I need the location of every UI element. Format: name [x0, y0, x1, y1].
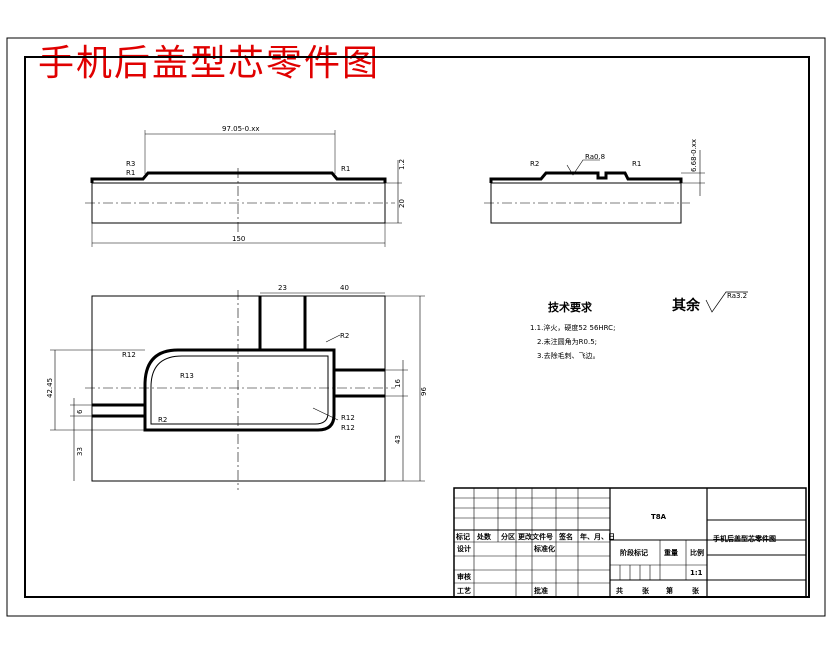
- top-view: 97.05-0.xx 150 20 1.2 R3 R1 R1: [85, 125, 406, 247]
- drawing-title: 手机后盖型芯零件图: [38, 43, 381, 84]
- top-view-step: [90, 171, 387, 183]
- label-r12-a: R12: [122, 351, 136, 359]
- label-r2-b: R2: [158, 416, 167, 424]
- label-r2-side: R2: [530, 160, 539, 168]
- dim-43: 43: [394, 435, 402, 444]
- leader-line: [312, 407, 339, 421]
- leader-line: [325, 334, 341, 343]
- dim-33: 33: [76, 447, 84, 456]
- dim-97: 97.05-0.xx: [222, 125, 260, 133]
- process-label: 工艺: [457, 586, 471, 595]
- dim-1-2: 1.2: [398, 159, 406, 170]
- pocket-inner: [150, 355, 329, 425]
- sheet-index: 第: [666, 586, 673, 595]
- dim-20: 20: [398, 199, 406, 208]
- roughness-side: Ra0.8: [585, 153, 605, 161]
- label-r1-right: R1: [341, 165, 350, 173]
- tech-heading: 技术要求: [548, 300, 593, 314]
- header-change: 更改文件号: [518, 532, 553, 541]
- label-r12-b: R12: [341, 414, 355, 422]
- label-r2-a: R2: [340, 332, 349, 340]
- dim-42-45: 42.45: [46, 378, 54, 398]
- remaining-label: 其余: [672, 297, 701, 314]
- plan-view-body: [91, 295, 386, 482]
- pocket-outline: [143, 348, 336, 432]
- label-r1-side: R1: [632, 160, 641, 168]
- scale-value: 1:1: [690, 569, 703, 577]
- title-block-frame: [453, 487, 807, 598]
- tech-item-2: 2.未注圆角为R0.5;: [537, 337, 597, 346]
- tech-item-1: 1.1.淬火，硬度52 56HRC;: [530, 323, 615, 332]
- scale-label: 比例: [690, 548, 704, 557]
- inner-frame: [24, 56, 810, 598]
- header-count: 处数: [476, 532, 492, 541]
- title-block-text: T8A 手机后盖型芯零件图 标记 处数 分区 更改文件号 签名 年、月、日 设计…: [455, 513, 776, 595]
- header-zone: 分区: [501, 532, 515, 541]
- dim-23: 23: [278, 284, 287, 292]
- roughness-symbol-side: [566, 159, 600, 176]
- material: T8A: [651, 513, 667, 521]
- roughness-remaining: Ra3.2: [727, 292, 747, 300]
- weight-label: 重量: [664, 548, 678, 557]
- label-r13: R13: [180, 372, 194, 380]
- label-r1-left: R1: [126, 169, 135, 177]
- outer-border: [6, 37, 826, 617]
- side-view: 6.68-0.xx R2 R1 Ra0.8: [484, 139, 705, 224]
- sheet-unit-a: 张: [642, 586, 650, 595]
- header-mark: 标记: [455, 532, 470, 541]
- tech-requirements: 技术要求 1.1.淬火，硬度52 56HRC; 2.未注圆角为R0.5; 3.去…: [530, 291, 748, 360]
- check-label: 审核: [457, 572, 471, 581]
- approve-label: 批准: [534, 586, 548, 595]
- header-sign: 签名: [558, 532, 573, 541]
- dim-6: 6: [76, 409, 84, 414]
- title-block: [453, 487, 807, 598]
- label-r12-c: R12: [341, 424, 355, 432]
- stage-label: 阶段标记: [620, 548, 648, 557]
- plan-view: 23 40 96 16 43 42.45 6 33 R12 R13 R2 R2 …: [46, 284, 428, 490]
- dim-150: 150: [232, 235, 245, 243]
- dim-6-68: 6.68-0.xx: [690, 139, 698, 172]
- part-name: 手机后盖型芯零件图: [713, 534, 776, 543]
- standard-label: 标准化: [533, 544, 555, 553]
- side-view-step: [489, 171, 683, 183]
- design-label: 设计: [457, 544, 471, 553]
- dim-16: 16: [394, 379, 402, 388]
- dim-40: 40: [340, 284, 349, 292]
- header-date: 年、月、日: [580, 532, 615, 541]
- dim-96: 96: [420, 387, 428, 396]
- sheet-unit-b: 张: [692, 586, 700, 595]
- tech-item-3: 3.去除毛刺、飞边。: [537, 351, 600, 360]
- label-r3: R3: [126, 160, 135, 168]
- roughness-symbol-remaining: [705, 291, 748, 313]
- sheet-total: 共: [616, 586, 623, 595]
